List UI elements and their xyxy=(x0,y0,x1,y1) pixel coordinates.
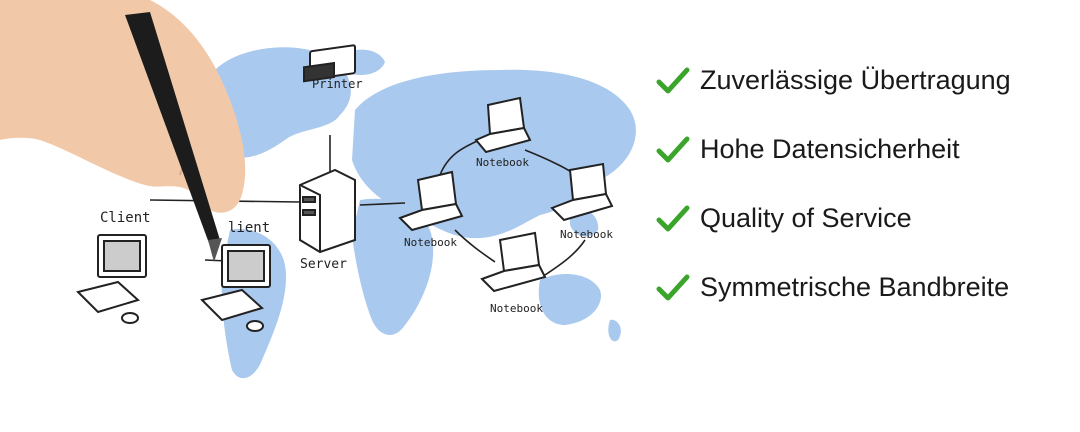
feature-item-symmetric-bandwidth: Symmetrische Bandbreite xyxy=(656,253,1066,322)
feature-text: Symmetrische Bandbreite xyxy=(700,272,1010,302)
notebook-2 xyxy=(398,170,464,232)
check-icon xyxy=(656,274,690,300)
check-icon xyxy=(656,136,690,162)
feature-item-reliable-transfer: Zuverlässige Übertragung xyxy=(656,46,1066,115)
feature-text: Hohe Datensicherheit xyxy=(700,134,960,164)
check-icon xyxy=(656,205,690,231)
notebook-4-label: Notebook xyxy=(490,302,543,315)
printer-label: Printer xyxy=(312,77,363,91)
client-1-label: Client xyxy=(100,210,151,226)
notebook-3-label: Notebook xyxy=(560,228,613,241)
feature-list: Zuverlässige Übertragung Hohe Datensiche… xyxy=(656,46,1066,322)
feature-item-data-security: Hohe Datensicherheit xyxy=(656,115,1066,184)
hand-with-pen xyxy=(0,0,246,262)
check-icon xyxy=(656,67,690,93)
feature-text: Zuverlässige Übertragung xyxy=(700,65,1011,95)
server-device xyxy=(299,168,356,254)
notebook-2-label: Notebook xyxy=(404,236,457,249)
client-computer-2 xyxy=(200,244,271,332)
notebook-3 xyxy=(550,162,614,222)
feature-text: Quality of Service xyxy=(700,203,912,233)
printer-device xyxy=(303,44,356,83)
notebook-4 xyxy=(480,231,547,293)
feature-item-quality-of-service: Quality of Service xyxy=(656,184,1066,253)
notebook-1 xyxy=(474,96,532,154)
server-label: Server xyxy=(300,257,347,272)
client-computer-1 xyxy=(76,234,147,324)
notebook-1-label: Notebook xyxy=(476,156,529,169)
client-2-label: lient xyxy=(228,220,270,236)
